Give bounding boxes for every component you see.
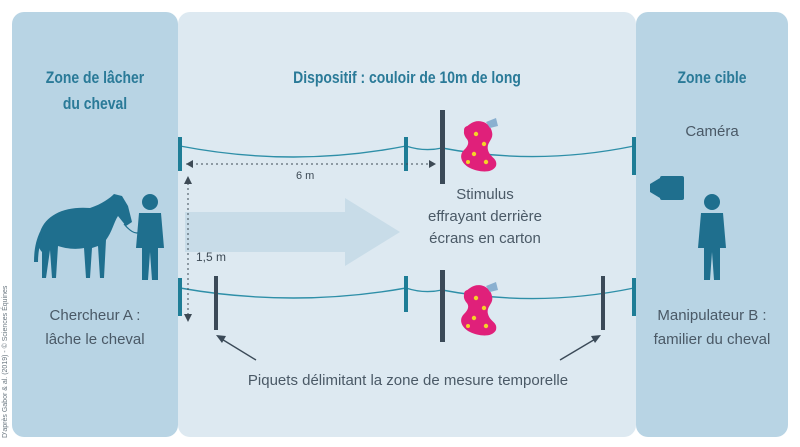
stimulus-icon-lower [461, 282, 498, 336]
stimulus-icon [461, 118, 498, 172]
camera-icon [650, 176, 684, 200]
width-label: 1,5 m [196, 250, 227, 264]
researcher-icon [136, 194, 164, 280]
target-zone-title: Zone cible [677, 68, 747, 87]
pointer-arrow-right [559, 337, 598, 361]
post-upper-start [178, 137, 182, 171]
timing-posts-label: Piquets délimitant la zone de mesure tem… [247, 372, 569, 389]
pointer-arrow-left [219, 337, 257, 361]
post-upper-end [632, 137, 636, 175]
screen-lower [440, 270, 445, 342]
post-lower-end [632, 278, 636, 316]
post-lower-start [178, 278, 182, 316]
screen-upper [440, 110, 445, 184]
timing-post-left [214, 276, 218, 330]
upper-rope-left [179, 145, 407, 158]
camera-label: Caméra [685, 123, 739, 140]
release-zone-title-line2: du cheval [62, 94, 128, 113]
researcher-label-line2: lâche le cheval [45, 331, 145, 348]
timing-post-right [601, 276, 605, 330]
lower-rope-mid [405, 287, 443, 293]
handler-label-line1: Manipulateur B : [657, 307, 767, 324]
direction-arrow-icon [185, 198, 400, 266]
release-zone-title-line1: Zone de lâcher [45, 68, 145, 87]
distance-label: 6 m [296, 170, 315, 182]
handler-label-line2: familier du cheval [653, 331, 771, 348]
horse-icon [34, 194, 133, 278]
corridor-title: Dispositif : couloir de 10m de long [293, 68, 521, 87]
lower-rope-left [179, 287, 407, 299]
credit-text: D'après Gabor & al. (2019) - © Sciences … [2, 285, 9, 438]
stimulus-label-line2: effrayant derrière [428, 208, 542, 225]
stimulus-label-line1: Stimulus [456, 186, 514, 203]
post-upper-middle [404, 137, 408, 171]
stimulus-label-line3: écrans en carton [429, 230, 541, 247]
upper-rope-mid [405, 145, 443, 151]
post-lower-middle [404, 276, 408, 312]
handler-icon [698, 194, 726, 280]
researcher-label-line1: Chercheur A : [49, 307, 141, 324]
